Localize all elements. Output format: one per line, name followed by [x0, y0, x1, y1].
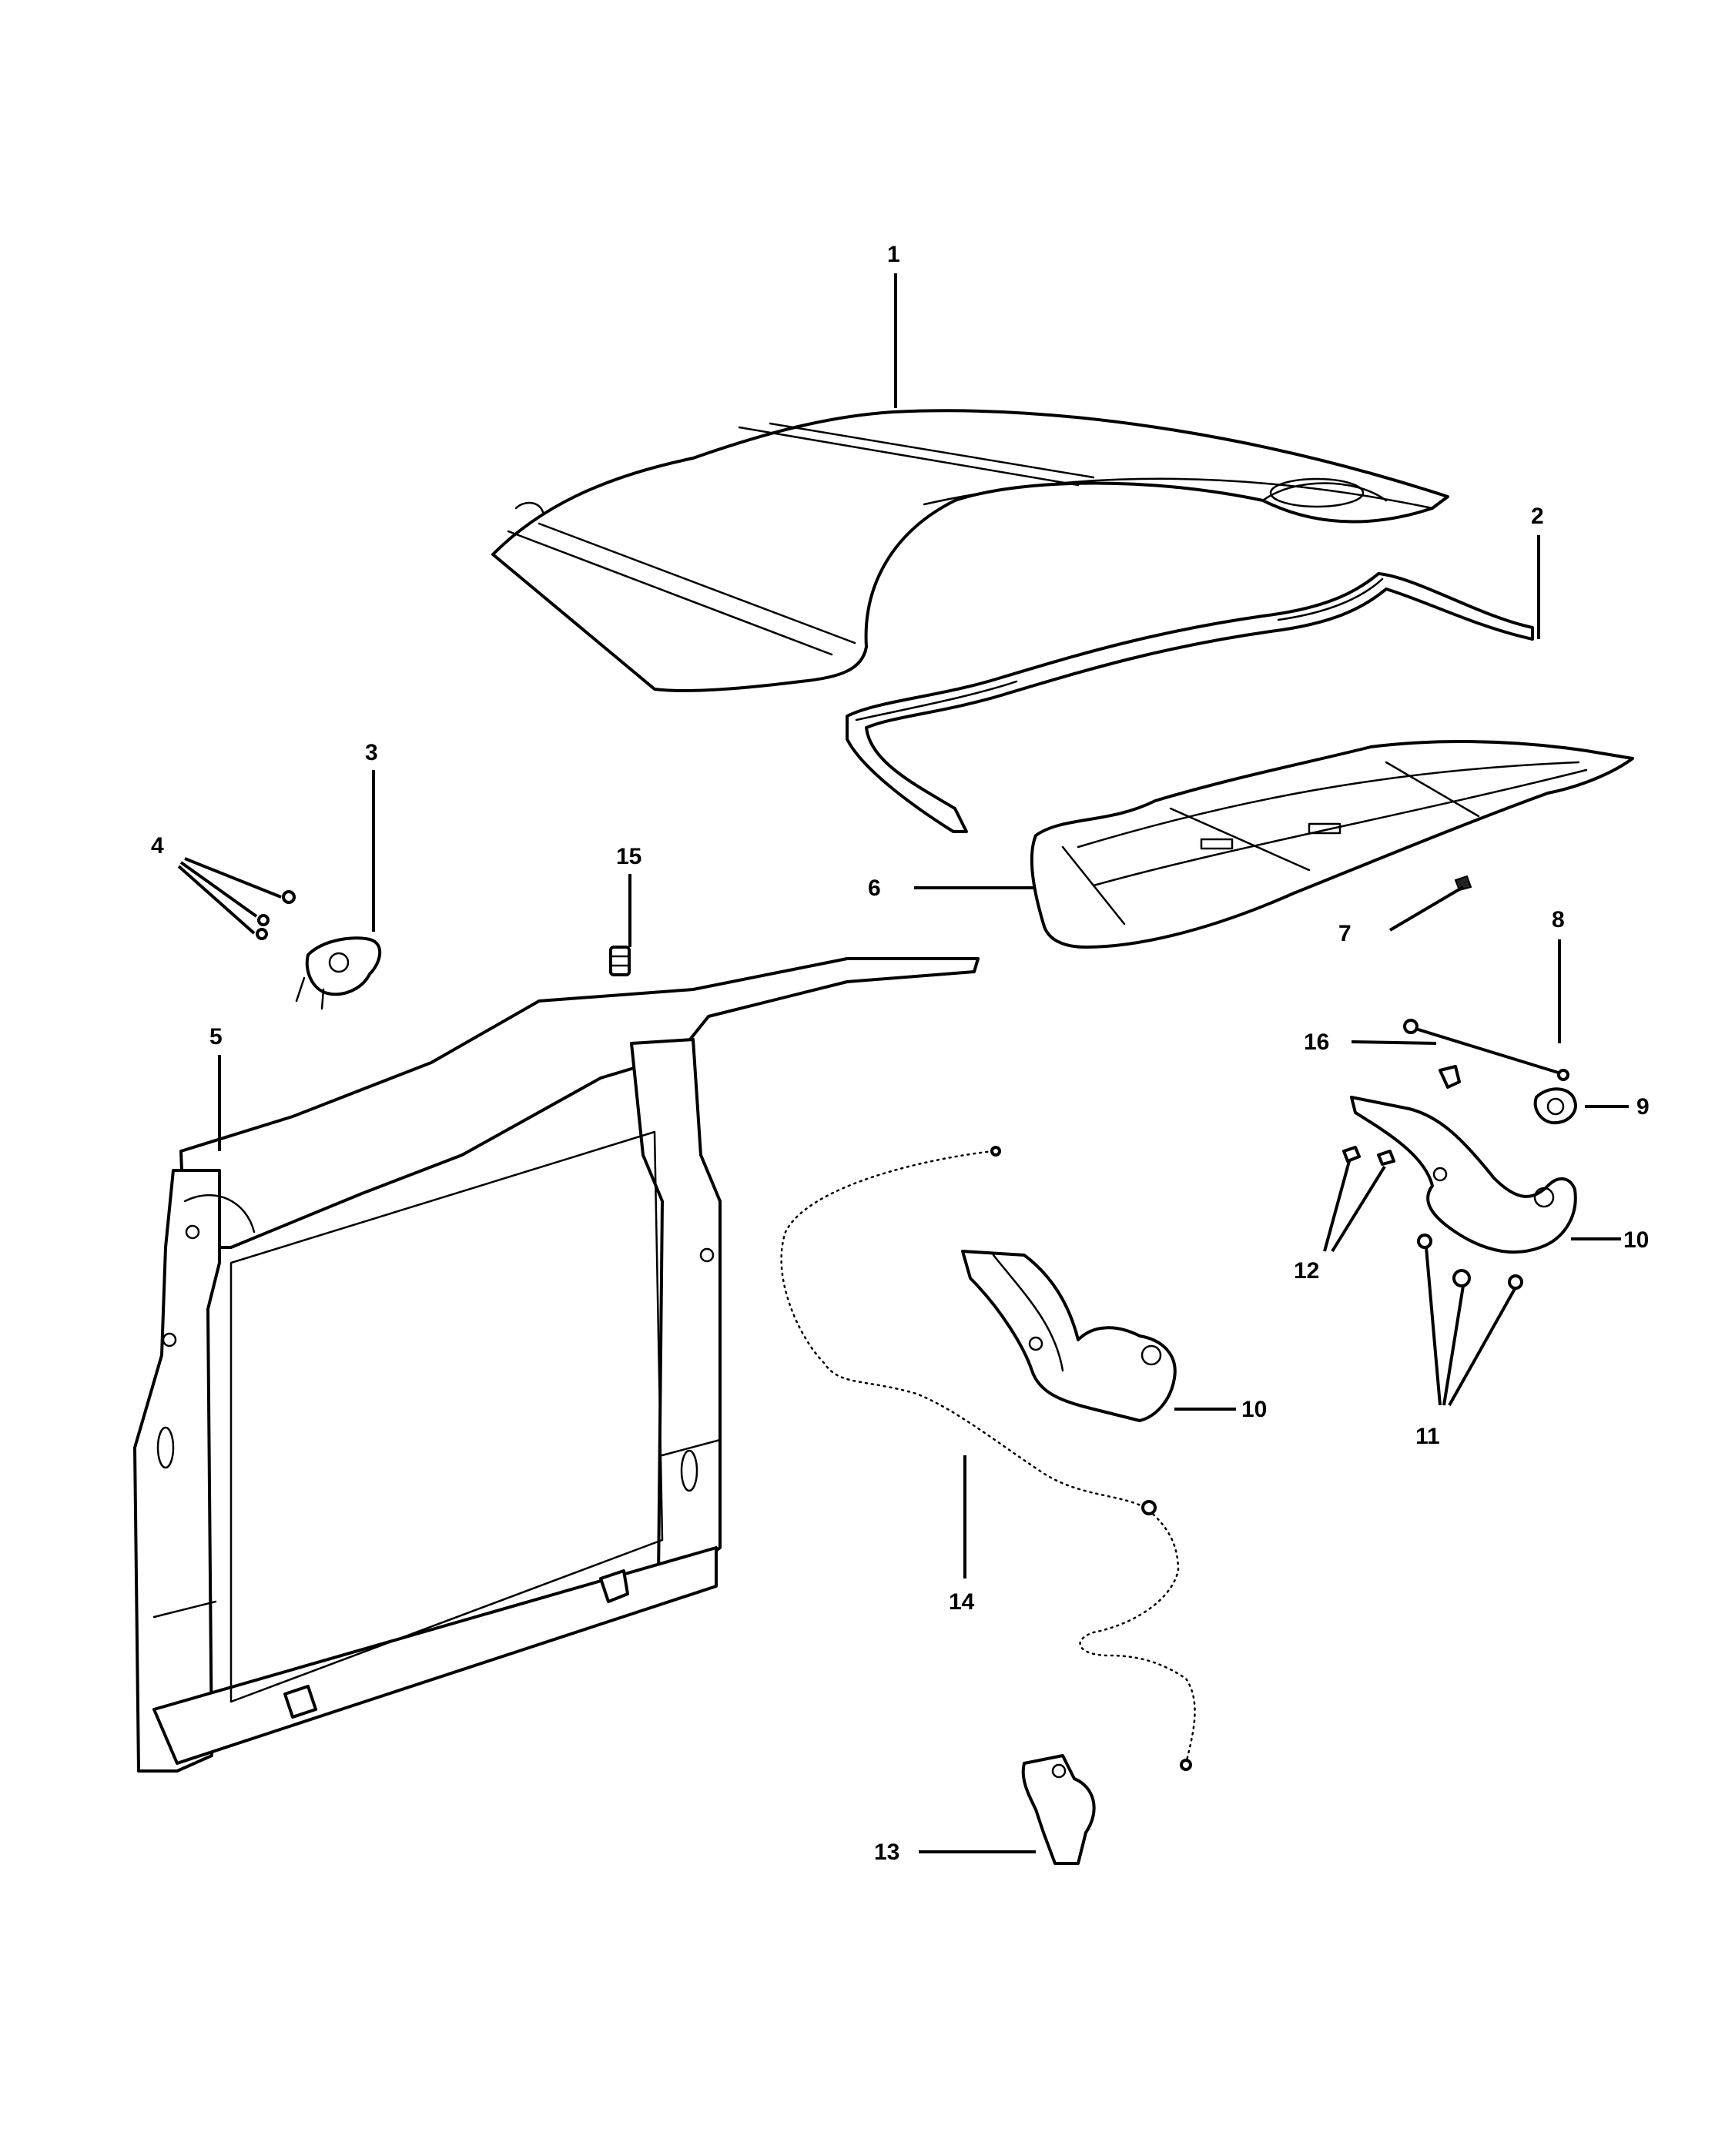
callout-5: 5 — [209, 1024, 223, 1050]
clip-7 — [1454, 875, 1472, 892]
callout-7: 7 — [1338, 921, 1352, 946]
prop-rod — [1403, 1019, 1569, 1081]
radiator-support — [133, 957, 980, 1773]
hood-bumper — [609, 946, 631, 976]
callout-11: 11 — [1415, 1424, 1440, 1449]
hood-release-cable — [780, 1146, 1196, 1771]
leader-lines — [177, 273, 1629, 1853]
grommet-9 — [1533, 1087, 1577, 1125]
callout-13: 13 — [874, 1840, 899, 1865]
bolts-4 — [256, 890, 296, 940]
callout-9: 9 — [1636, 1094, 1650, 1120]
callout-1: 1 — [887, 242, 900, 267]
callout-12: 12 — [1294, 1258, 1319, 1284]
nuts-12 — [1342, 1146, 1395, 1166]
callout-4: 4 — [151, 833, 164, 859]
hood-hinge-center — [961, 1250, 1177, 1422]
hood-panel — [491, 409, 1449, 692]
callout-labels: 1 2 3 4 5 6 7 8 9 10 10 11 12 13 14 15 1… — [151, 242, 1650, 1865]
callout-8: 8 — [1552, 907, 1565, 932]
hood-seal — [846, 572, 1534, 833]
callout-3: 3 — [365, 740, 378, 765]
callout-15: 15 — [616, 844, 641, 869]
callout-10-center: 10 — [1241, 1397, 1267, 1422]
callout-14: 14 — [949, 1589, 975, 1615]
prop-rod-clip — [1439, 1065, 1461, 1089]
callout-10-right: 10 — [1623, 1227, 1649, 1253]
callout-16: 16 — [1304, 1029, 1329, 1055]
hood-release-handle — [1021, 1754, 1096, 1865]
hood-insulator — [1030, 740, 1634, 949]
hood-latch — [295, 936, 382, 1010]
callout-2: 2 — [1531, 504, 1544, 529]
hood-hinge-right — [1350, 1096, 1577, 1254]
callout-6: 6 — [868, 875, 881, 901]
